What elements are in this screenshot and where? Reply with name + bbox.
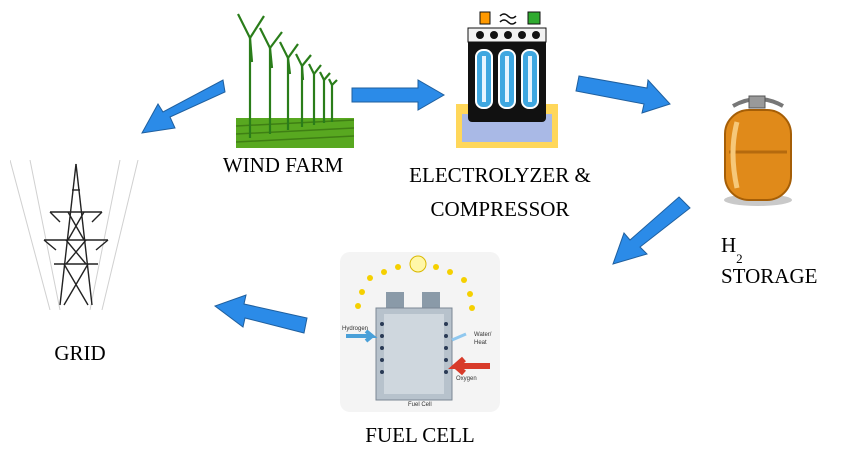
arrow-fuelcell-to-grid [213, 294, 308, 334]
storage-label-sub: 2 [736, 251, 743, 267]
electrolyzer-icon [456, 11, 558, 148]
arrow-windfarm-to-electrolyzer [351, 79, 446, 111]
fuel-cell-water-label-2: Heat [474, 340, 487, 346]
storage-label-line2: STORAGE [721, 264, 818, 289]
electrolyzer-label-line2: COMPRESSOR [430, 197, 570, 222]
fuel-cell-icon: Hydrogen Water/ Heat Oxygen Fuel Cell [340, 252, 500, 412]
fuel-cell-water-label-1: Water/ [474, 332, 492, 338]
gas-cylinder-icon [724, 95, 792, 206]
electrolyzer-label: ELECTROLYZER & COMPRESSOR [370, 162, 630, 223]
arrow-windfarm-to-grid [141, 79, 226, 134]
wind-farm-node [235, 8, 355, 148]
fuel-cell-oxygen-label: Oxygen [456, 376, 477, 382]
fuel-cell-caption: Fuel Cell [408, 402, 432, 408]
grid-node [9, 159, 140, 311]
fuel-cell-label: FUEL CELL [365, 423, 475, 447]
storage-label-h2: H2 [721, 232, 817, 266]
storage-label-main: H [721, 233, 737, 257]
storage-node [715, 92, 801, 208]
arrow-storage-to-fuelcell [612, 196, 691, 265]
wind-turbines-icon [235, 13, 355, 148]
wind-farm-label: WIND FARM [222, 153, 344, 177]
power-pylon-icon [9, 159, 139, 311]
electrolyzer-label-line1: ELECTROLYZER & [409, 163, 591, 187]
fuel-cell-hydrogen-label: Hydrogen [342, 326, 368, 332]
electrolyzer-node [452, 4, 562, 154]
arrow-electrolyzer-to-storage [575, 75, 671, 114]
grid-label: GRID [54, 341, 106, 365]
storage-label: H2 STORAGE [721, 232, 817, 290]
fuel-cell-node: Hydrogen Water/ Heat Oxygen Fuel Cell [340, 252, 500, 412]
